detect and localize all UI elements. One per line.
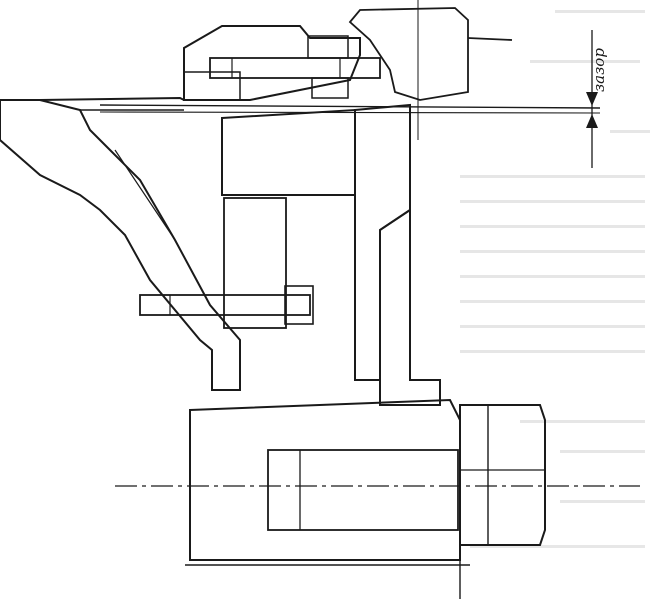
top-bolt	[209, 35, 381, 99]
coil-stack	[223, 197, 287, 329]
shaft-hub	[189, 398, 461, 561]
friction-pad	[348, 7, 513, 101]
armature-block	[221, 103, 411, 381]
gap-line	[99, 104, 601, 114]
lower-bolt	[139, 285, 314, 325]
gap-dimension: зазор	[586, 30, 608, 168]
bleed-through-text	[460, 10, 650, 548]
gap-dimension-label: зазор	[590, 48, 608, 92]
right-flange	[379, 140, 441, 406]
hex-nut	[459, 404, 546, 546]
bracket-arm	[0, 96, 241, 391]
housing-cover	[183, 25, 361, 101]
